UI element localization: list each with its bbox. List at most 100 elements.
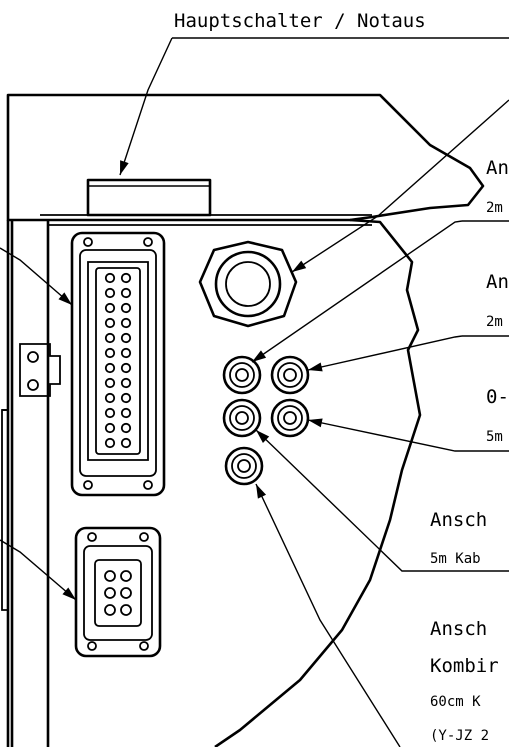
gland-outer bbox=[224, 446, 264, 486]
arrowhead-icon bbox=[292, 260, 307, 272]
contact-pin bbox=[120, 332, 132, 344]
label-conn5-line2: Kombir bbox=[430, 655, 499, 677]
connector-6pin-insert bbox=[94, 559, 142, 627]
gland-outer bbox=[270, 355, 310, 395]
leader-conn2 bbox=[307, 335, 463, 371]
contact-pin bbox=[104, 422, 116, 434]
contact-pin bbox=[120, 302, 132, 314]
arrowhead-icon bbox=[308, 362, 323, 372]
gland-core bbox=[235, 368, 249, 382]
contact-pin bbox=[104, 317, 116, 329]
cable-gland-small-2 bbox=[270, 355, 310, 395]
connector-6pin bbox=[74, 526, 162, 658]
connector-24pin-flange bbox=[70, 231, 166, 497]
cable-gland-small-1 bbox=[222, 355, 262, 395]
contact-pin bbox=[120, 347, 132, 359]
connector-24pin-pin-field bbox=[95, 267, 141, 455]
label-conn1-title: An bbox=[486, 157, 509, 179]
contact-pin bbox=[120, 407, 132, 419]
screw-icon bbox=[83, 480, 93, 490]
contact-pin bbox=[104, 392, 116, 404]
housing-left-edges bbox=[6, 220, 50, 747]
arrowhead-icon bbox=[120, 160, 129, 175]
main-switch-cap bbox=[86, 178, 212, 217]
arrowhead-icon bbox=[256, 430, 270, 443]
cable-gland-small-3 bbox=[222, 398, 262, 438]
contact-pin bbox=[120, 272, 132, 284]
label-conn4-title: Ansch bbox=[430, 509, 487, 531]
housing-right-contour bbox=[214, 218, 422, 747]
contact-pin bbox=[120, 392, 132, 404]
cable-gland-large-nut bbox=[198, 240, 298, 328]
contact-pin bbox=[104, 587, 116, 599]
hinge-screw-bottom bbox=[27, 379, 39, 391]
leader-lines bbox=[0, 37, 509, 747]
connector-6pin-contacts bbox=[104, 570, 132, 616]
housing-top-cover bbox=[6, 93, 485, 222]
contact-pin bbox=[120, 362, 132, 374]
contact-pin bbox=[104, 437, 116, 449]
contact-pin bbox=[120, 287, 132, 299]
contact-pin bbox=[104, 362, 116, 374]
contact-pin bbox=[104, 302, 116, 314]
connector-6pin-frame bbox=[83, 545, 153, 641]
screw-icon bbox=[87, 532, 97, 542]
contact-pin bbox=[120, 604, 132, 616]
side-profile bbox=[1, 409, 8, 611]
contact-pin bbox=[120, 317, 132, 329]
leader-conn5 bbox=[255, 483, 401, 747]
arrowhead-icon bbox=[256, 484, 267, 499]
contact-pin bbox=[120, 422, 132, 434]
cable-gland-large-core bbox=[225, 261, 271, 307]
label-conn5-line4: (Y-JZ 2 bbox=[430, 728, 489, 744]
hinge-bracket bbox=[19, 343, 61, 397]
label-conn5-line3: 60cm K bbox=[430, 694, 481, 710]
gland-outer bbox=[270, 398, 310, 438]
contact-pin bbox=[104, 347, 116, 359]
contact-pin bbox=[104, 287, 116, 299]
gland-outer bbox=[222, 355, 262, 395]
leader-conn1 bbox=[251, 220, 463, 363]
screw-icon bbox=[87, 641, 97, 651]
screw-icon bbox=[143, 480, 153, 490]
cable-gland-large bbox=[198, 240, 298, 328]
connector-24pin-contacts bbox=[104, 272, 132, 449]
label-conn1-sub: 2m bbox=[486, 200, 503, 216]
contact-pin bbox=[120, 587, 132, 599]
gland-ring bbox=[277, 362, 303, 388]
leader-conn4 bbox=[255, 429, 408, 572]
hinge-screw-top bbox=[27, 351, 39, 363]
cable-gland-large-ring bbox=[214, 250, 282, 318]
label-conn3-title: 0- bbox=[486, 386, 509, 408]
gland-outer bbox=[222, 398, 262, 438]
cable-gland-small-4 bbox=[270, 398, 310, 438]
contact-pin bbox=[104, 272, 116, 284]
screw-icon bbox=[143, 237, 153, 247]
leader-main-switch bbox=[119, 37, 173, 176]
connector-24pin-frame bbox=[79, 249, 157, 477]
screw-icon bbox=[83, 237, 93, 247]
connector-24pin-insert bbox=[87, 261, 149, 461]
leader-24pin-connector bbox=[0, 247, 73, 306]
gland-core bbox=[235, 411, 249, 425]
label-conn3-sub: 5m bbox=[486, 429, 503, 445]
gland-ring bbox=[231, 453, 257, 479]
screw-icon bbox=[139, 641, 149, 651]
arrowhead-icon bbox=[62, 587, 76, 600]
gland-core bbox=[283, 411, 297, 425]
gland-ring bbox=[229, 405, 255, 431]
gland-ring bbox=[229, 362, 255, 388]
leader-conn3 bbox=[307, 419, 462, 452]
contact-pin bbox=[120, 437, 132, 449]
arrowhead-icon bbox=[58, 292, 72, 305]
gland-core bbox=[283, 368, 297, 382]
contact-pin bbox=[104, 604, 116, 616]
arrowhead-icon bbox=[252, 350, 267, 362]
label-conn5-title: Ansch bbox=[430, 618, 487, 640]
contact-pin bbox=[104, 570, 116, 582]
contact-pin bbox=[104, 407, 116, 419]
connector-24pin bbox=[70, 231, 166, 497]
contact-pin bbox=[120, 377, 132, 389]
contact-pin bbox=[104, 332, 116, 344]
